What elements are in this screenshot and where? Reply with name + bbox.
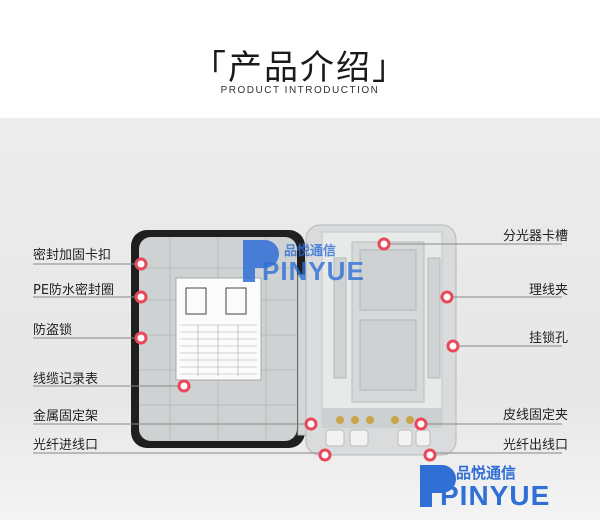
watermark-en-top: PINYUE: [262, 256, 365, 286]
marker-anti-theft-lock: [134, 331, 148, 345]
header: 「产品介绍」 PRODUCT INTRODUCTION: [0, 0, 600, 118]
box-body: [305, 224, 457, 456]
callout-label-seal-clip: 密封加固卡扣: [33, 248, 112, 263]
callout-label-cable-record: 线缆记录表: [33, 372, 99, 387]
marker-cable-clip: [440, 290, 454, 304]
marker-cable-record: [177, 379, 191, 393]
callout-label-fiber-outlet: 光纤出线口: [502, 438, 568, 453]
watermark-cn-top: 品悦通信: [284, 244, 337, 259]
callout-markers: [134, 237, 460, 462]
callout-label-cable-clip: 理线夹: [528, 283, 568, 298]
cable-record-sheet: [175, 277, 262, 381]
callout-lines: [33, 243, 562, 454]
brand-logo-mark: [243, 240, 456, 507]
brand-name-cn: 品悦通信: [456, 464, 517, 482]
callout-label-splitter-slot: 分光器卡槽: [502, 229, 568, 244]
marker-seal-clip: [134, 257, 148, 271]
callout-label-padlock-hole: 挂锁孔: [528, 331, 568, 346]
page-subtitle: PRODUCT INTRODUCTION: [220, 85, 380, 96]
brand-name-en: PINYUE: [440, 480, 551, 511]
marker-splitter-slot: [377, 237, 391, 251]
callout-label-drop-cable-clamp: 皮线固定夹: [502, 408, 568, 423]
marker-metal-bracket: [304, 417, 318, 431]
marker-padlock-hole: [446, 339, 460, 353]
marker-pe-seal: [134, 290, 148, 304]
callout-label-anti-theft-lock: 防盗锁: [33, 323, 73, 338]
page-title: 「产品介绍」: [192, 48, 408, 88]
callout-label-metal-bracket: 金属固定架: [33, 409, 99, 424]
marker-fiber-inlet: [318, 448, 332, 462]
callout-label-pe-seal: PE防水密封圈: [33, 283, 115, 298]
marker-fiber-outlet: [423, 448, 437, 462]
callout-label-fiber-inlet: 光纤进线口: [33, 438, 99, 453]
marker-drop-cable-clamp: [414, 417, 428, 431]
